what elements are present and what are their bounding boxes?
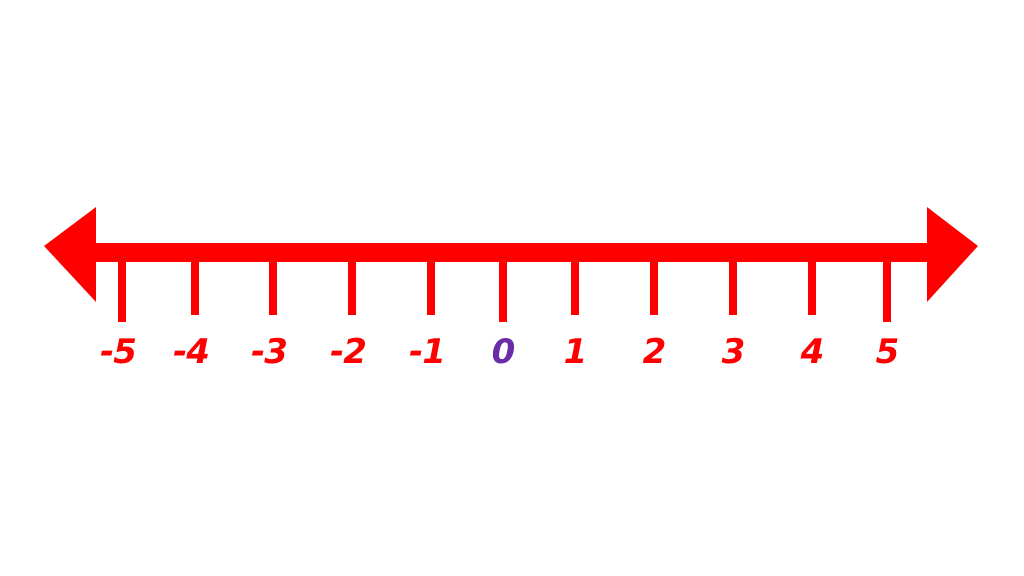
tick-mark [729,255,737,315]
tick-label: 5 [875,332,900,372]
tick-mark [348,255,356,315]
tick-label: 1 [563,332,588,372]
axis-line [90,243,935,262]
tick-label: -3 [251,332,288,372]
tick-label: -4 [173,332,210,372]
tick-label: 3 [721,332,746,372]
tick-label: 2 [642,332,667,372]
tick-mark [191,255,199,315]
tick-label: 4 [800,332,825,372]
tick-label: -2 [330,332,367,372]
tick-mark [269,255,277,315]
tick-mark [427,255,435,315]
tick-label: -5 [100,332,137,372]
tick-label: 0 [491,332,516,372]
left-arrowhead [44,207,96,302]
tick-mark [650,255,658,315]
tick-mark [571,255,579,315]
tick-mark [883,255,891,322]
tick-mark [499,255,507,322]
tick-label: -1 [409,332,446,372]
tick-mark [118,255,126,322]
tick-mark [808,255,816,315]
right-arrowhead [927,207,978,302]
